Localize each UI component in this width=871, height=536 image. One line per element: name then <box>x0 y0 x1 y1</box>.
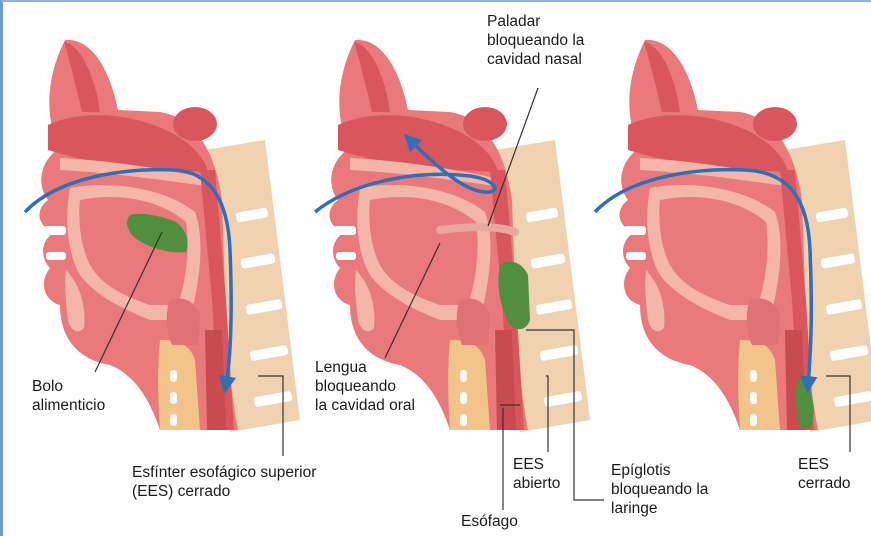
label-bolo-alimenticio: Bolo alimenticio <box>32 377 105 415</box>
label-esfinter-superior: Esfínter esofágico superior (EES) cerrad… <box>132 463 316 501</box>
panel-ees-closed-right <box>595 40 871 432</box>
label-ees-abierto: EES abierto <box>513 455 560 493</box>
label-epiglotis: Epíglotis bloqueando la laringe <box>611 461 708 518</box>
panel-ees-closed-left <box>25 40 300 432</box>
label-paladar: Paladar bloqueando la cavidad nasal <box>487 12 584 69</box>
label-ees-cerrado: EES cerrado <box>798 455 851 493</box>
label-lengua: Lengua bloqueando la cavidad oral <box>315 358 415 415</box>
label-esofago: Esófago <box>461 512 518 531</box>
